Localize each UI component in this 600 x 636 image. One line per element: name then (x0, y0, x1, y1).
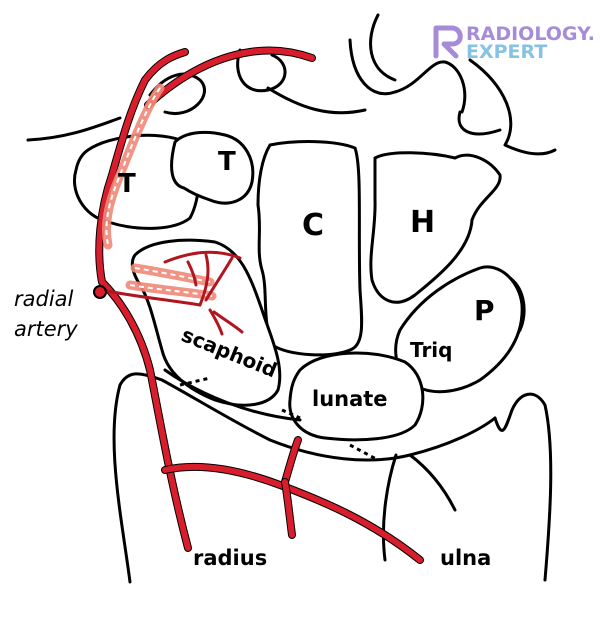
capitate-bone (256, 140, 364, 357)
capitate-label: C (302, 208, 324, 243)
svg-text:EXPERT: EXPERT (466, 41, 547, 63)
ulna-label: ulna (440, 546, 491, 570)
radial-artery-label-line1: radial (14, 287, 74, 311)
logo-mark-icon (433, 25, 463, 59)
forearm-bones (112, 368, 553, 584)
pisiform-label: P (474, 294, 495, 327)
hamate-label: H (410, 205, 435, 240)
carpal-bones (73, 130, 526, 442)
ulna-outline (381, 453, 398, 562)
radiology-expert-logo: RADIOLOGY. EXPERT (433, 23, 595, 63)
radial-artery-label-line2: artery (14, 317, 78, 341)
radial-artery (93, 46, 424, 564)
svg-text:RADIOLOGY.: RADIOLOGY. (466, 23, 595, 45)
trapezoid-bone (170, 130, 255, 205)
lunate-label: lunate (312, 387, 388, 411)
radius-label: radius (193, 546, 267, 570)
trapezium-label: T (118, 169, 136, 199)
hamate-bone (369, 151, 502, 304)
trapezoid-label: T (218, 147, 236, 177)
lunate-bone (288, 351, 425, 442)
metacarpal-outlines (26, 13, 557, 156)
triquetrum-label: Triq (410, 338, 452, 362)
